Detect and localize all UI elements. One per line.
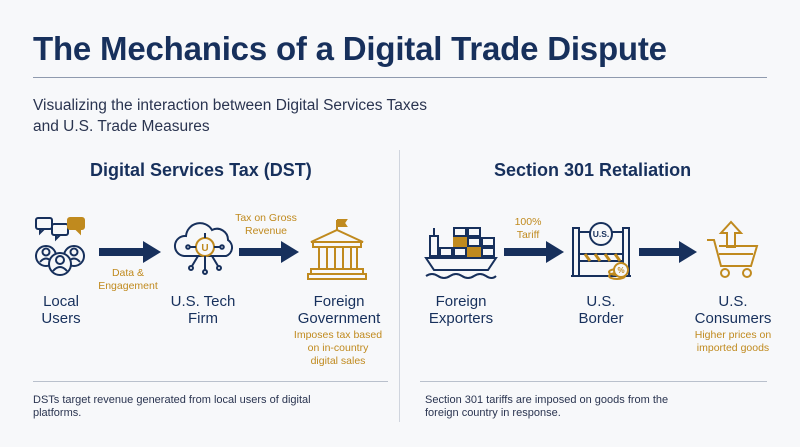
border-badge: U.S.	[592, 229, 610, 239]
footnote-divider-right	[420, 381, 767, 382]
section301-footnote: Section 301 tariffs are imposed on goods…	[425, 394, 669, 419]
node-label-foreign-government: Foreign Government	[297, 293, 381, 327]
page-subtitle: Visualizing the interaction between Digi…	[33, 97, 428, 135]
node-label-tech-firm: U.S. Tech Firm	[168, 293, 238, 327]
shopping-cart-icon	[707, 220, 759, 278]
arrow-label-text: Data & Engagement	[98, 267, 158, 292]
dst-heading: Digital Services Tax (DST)	[90, 160, 312, 180]
node-label-border: U.S. Border	[566, 293, 636, 327]
page-title: The Mechanics of a Digital Trade Dispute	[33, 30, 667, 67]
arrow-label-tariff: 100% Tariff	[508, 216, 548, 242]
flow-arrow	[99, 241, 161, 263]
users-chat-icon	[35, 217, 85, 276]
node-label-text: Foreign Government	[297, 293, 381, 327]
svg-text:%: %	[617, 266, 624, 275]
note-text: Higher prices on imported goods	[694, 329, 772, 354]
node-label-text: U.S. Tech Firm	[170, 293, 236, 327]
footnote-divider-left	[33, 381, 388, 382]
node-label-foreign-exporters: Foreign Exporters	[426, 293, 496, 327]
arrow-label-text: Tax on Gross Revenue	[235, 212, 297, 237]
node-label-consumers: U.S. Consumers	[693, 293, 773, 327]
cargo-ship-icon	[424, 227, 498, 279]
node-label-local-users: Local Users	[36, 293, 86, 327]
arrow-label-text: 100% Tariff	[514, 216, 542, 241]
node-label-text: U.S. Border	[578, 293, 624, 327]
node-label-text: Foreign Exporters	[428, 293, 494, 327]
flow-arrow	[639, 241, 697, 263]
dst-note: Imposes tax based on in-country digital …	[290, 329, 386, 368]
node-label-text: Local Users	[41, 293, 81, 327]
svg-text:U: U	[201, 243, 208, 254]
section301-heading: Section 301 Retaliation	[494, 160, 692, 180]
section301-note: Higher prices on imported goods	[689, 329, 777, 355]
node-label-text: U.S. Consumers	[694, 293, 772, 327]
dst-footnote: DSTs target revenue generated from local…	[33, 394, 311, 419]
flow-arrow	[239, 241, 299, 263]
note-text: Imposes tax based on in-country digital …	[293, 329, 383, 367]
flow-arrow	[504, 241, 564, 263]
title-divider	[33, 77, 767, 78]
section-divider	[399, 150, 400, 422]
arrow-label-data-engagement: Data & Engagement	[93, 267, 163, 293]
border-gate-icon: %	[571, 222, 631, 280]
arrow-label-tax-gross-revenue: Tax on Gross Revenue	[230, 212, 302, 238]
government-building-icon	[307, 219, 367, 280]
cloud-chip-icon: U	[174, 222, 233, 275]
